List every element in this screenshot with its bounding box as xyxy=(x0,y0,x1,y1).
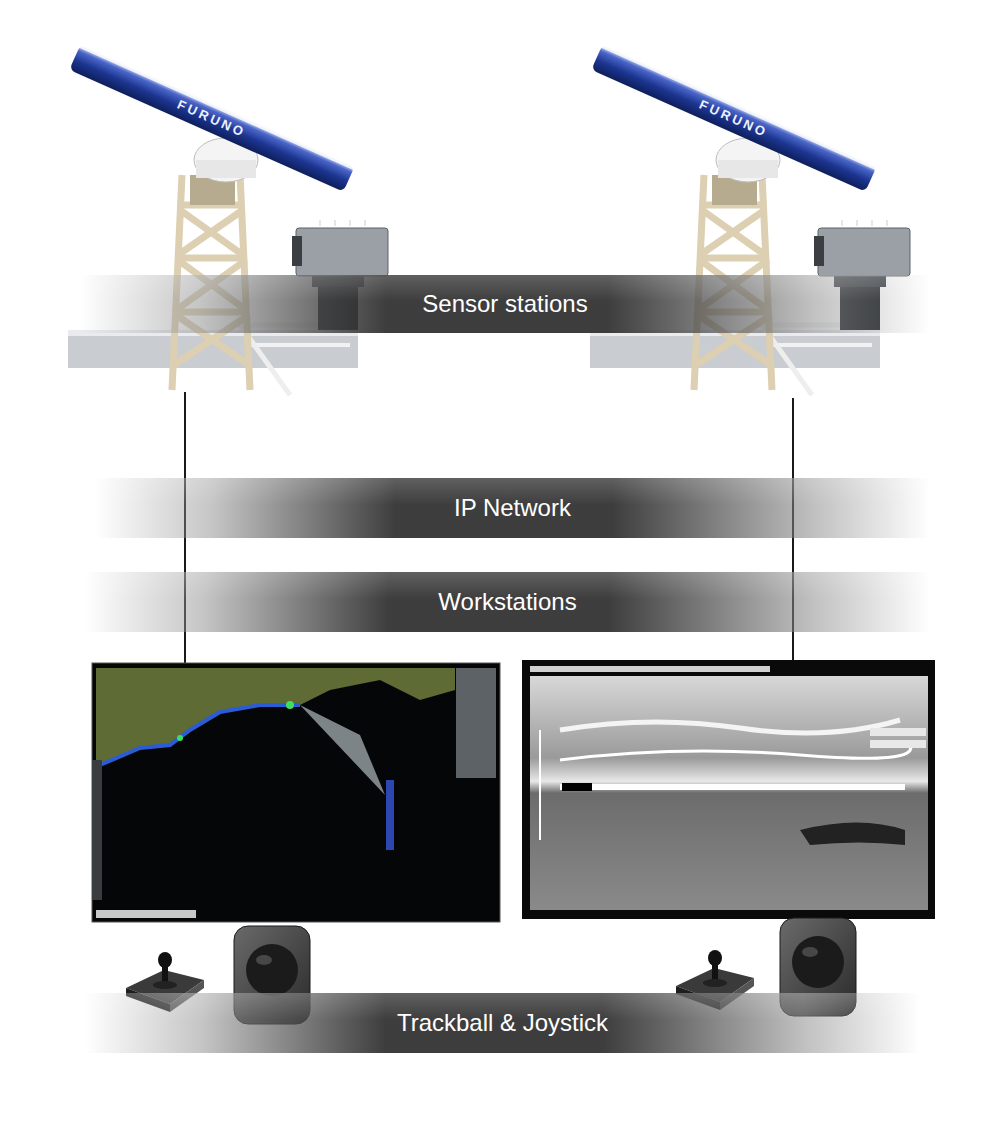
label-band: Workstations xyxy=(85,572,930,632)
band-title: Sensor stations xyxy=(406,290,603,318)
antenna-brand: FURUNO xyxy=(697,96,770,140)
label-band: Sensor stations xyxy=(80,275,930,333)
label-band: IP Network xyxy=(95,478,930,538)
band-title: Trackball & Joystick xyxy=(381,1009,624,1037)
antenna-brand: FURUNO xyxy=(175,96,248,140)
band-title: Workstations xyxy=(422,588,592,616)
label-band: Trackball & Joystick xyxy=(85,993,920,1053)
band-title: IP Network xyxy=(438,494,587,522)
